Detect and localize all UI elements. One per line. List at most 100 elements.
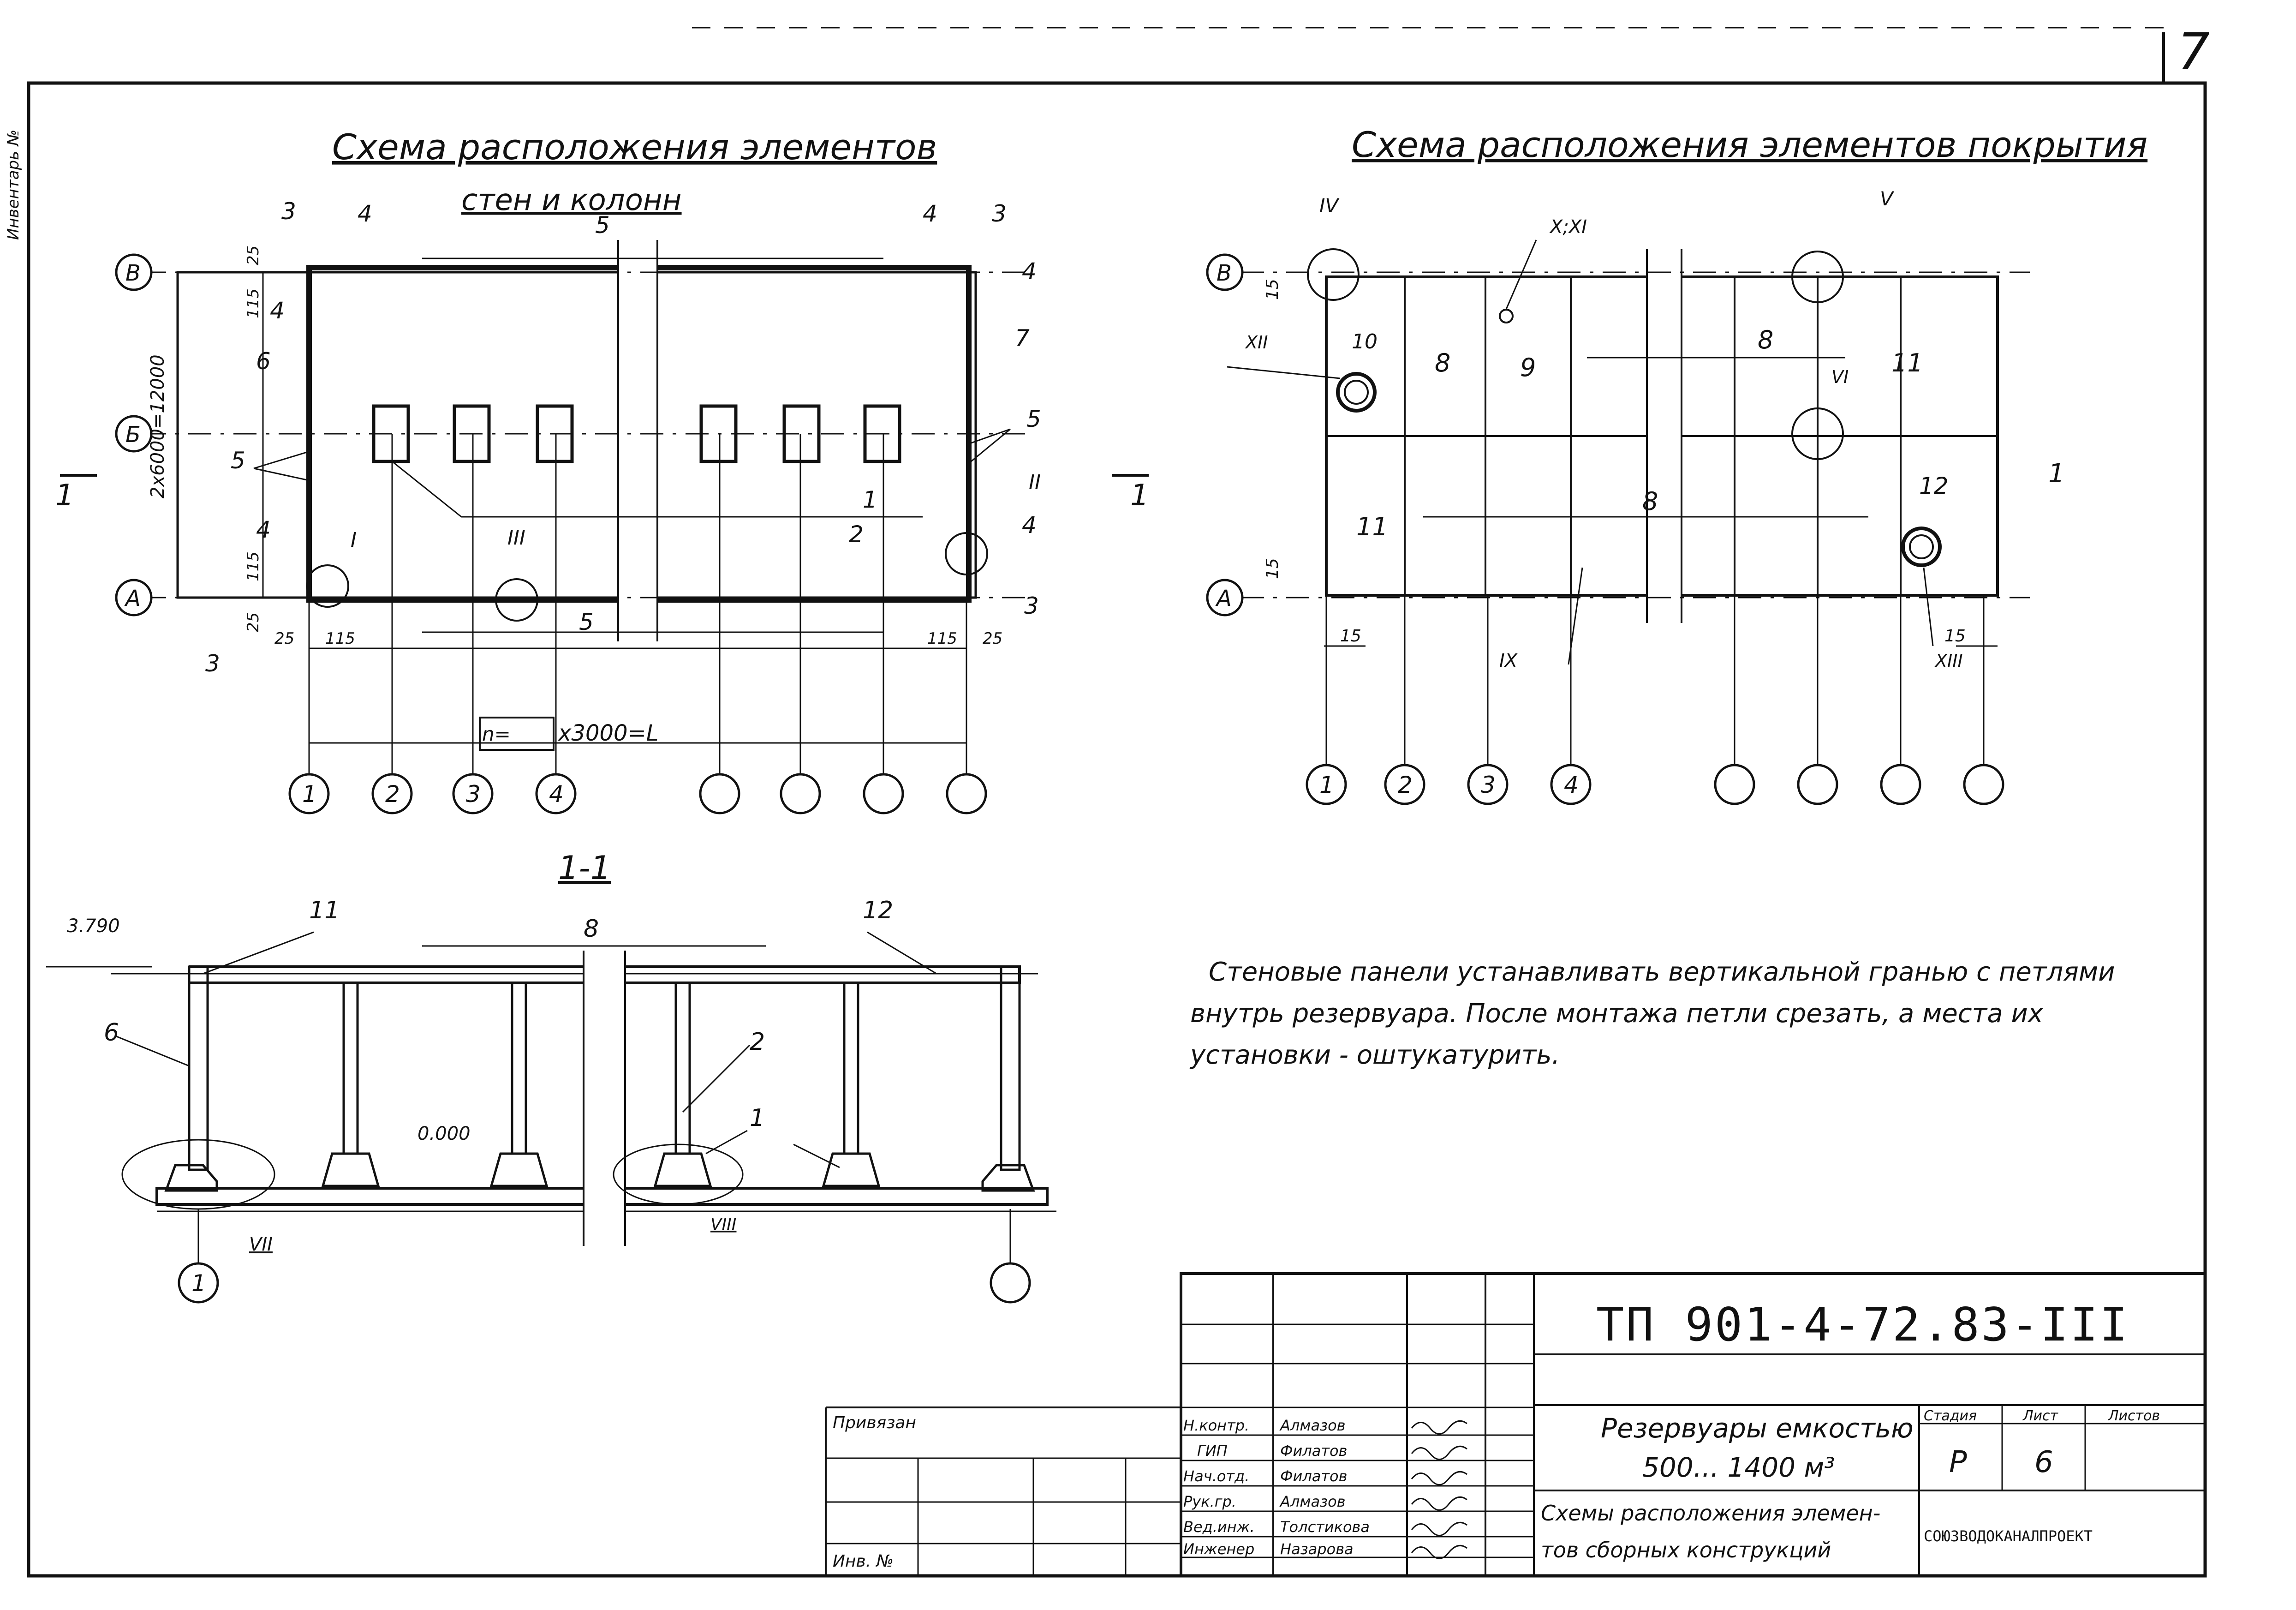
roof-node-xii: XII — [1245, 332, 1268, 353]
roof-node-x-xi: X;XI — [1549, 216, 1587, 238]
el-2: 2 — [849, 521, 864, 548]
roof-el-9: 9 — [1520, 353, 1536, 382]
plan-walls-title-1: Схема расположения элементов — [332, 126, 937, 168]
tb-name-5: Толстикова — [1280, 1518, 1370, 1536]
node-ii: II — [1029, 471, 1041, 494]
tb-sheet-title-1: Схемы расположения элемен- — [1541, 1501, 1880, 1526]
sec-el-6: 6 — [104, 1019, 119, 1047]
roof-dim-15-d: 15 — [1944, 627, 1966, 646]
sec-el-11: 11 — [309, 897, 340, 924]
el-3-bottom-left: 3 — [205, 650, 220, 677]
roof-axis-row-a: А — [1215, 586, 1232, 611]
sheet-frame — [27, 27, 2207, 1578]
roof-el-11-b: 11 — [1356, 512, 1388, 541]
dim-25-left: 25 — [274, 629, 294, 648]
roof-el-8-a: 8 — [1435, 348, 1450, 377]
section-title: 1-1 — [558, 849, 611, 887]
sec-node-vii: VII — [249, 1234, 273, 1255]
plan-walls-title-2: стен и колонн — [461, 183, 682, 217]
elev-zero: 0.000 — [417, 1123, 471, 1144]
el-4-c: 4 — [1022, 258, 1037, 285]
tb-role-1: Н.контр. — [1183, 1417, 1249, 1434]
roof-axis-col-1: 1 — [1319, 772, 1334, 798]
roof-dim-15-b: 15 — [1263, 558, 1282, 579]
node-iii: III — [507, 526, 525, 550]
tb-name-2: Филатов — [1280, 1442, 1347, 1460]
el-5-right: 5 — [1026, 406, 1041, 432]
roof-el-12: 12 — [1919, 473, 1949, 499]
section-axis-1: 1 — [191, 1270, 206, 1297]
el-6: 6 — [256, 348, 271, 375]
roof-section-mark: 1 — [2048, 459, 2065, 489]
el-1: 1 — [863, 486, 877, 513]
dim-25-top: 25 — [244, 245, 262, 265]
sec-el-2: 2 — [750, 1028, 765, 1056]
el-4-a: 4 — [358, 200, 372, 227]
tb-sheets-header: Листов — [2108, 1408, 2160, 1424]
dim-formula-n: n= — [482, 723, 511, 745]
tb-project-1: Резервуары емкостью — [1601, 1412, 1914, 1444]
axis-row-v: В — [125, 260, 141, 286]
note-line-1: Стеновые панели устанавливать вертикальн… — [1209, 957, 2115, 987]
roof-el-8-b: 8 — [1758, 325, 1773, 354]
roof-el-11-a: 11 — [1891, 348, 1923, 377]
node-i: I — [351, 528, 357, 552]
section-mark-right: 1 — [1130, 479, 1149, 513]
el-4-d: 4 — [270, 297, 285, 324]
el-5-top: 5 — [595, 212, 610, 239]
roof-axis-row-v: В — [1217, 260, 1232, 286]
tb-role-3: Нач.отд. — [1183, 1467, 1249, 1485]
tb-signatures — [1411, 1420, 1467, 1559]
note: Стеновые панели устанавливать вертикальн… — [1189, 957, 2115, 1070]
el-5-left: 5 — [231, 447, 245, 474]
tb-inv: Инв. № — [833, 1552, 894, 1571]
tb-name-3: Филатов — [1280, 1467, 1347, 1485]
plan-roof-axis-bubbles — [1206, 253, 2004, 805]
plan-walls: Схема расположения элементов стен и коло… — [55, 126, 1149, 814]
roof-dim-15-c: 15 — [1340, 627, 1361, 646]
tb-org: СОЮЗВОДОКАНАЛПРОЕКТ — [1924, 1527, 2093, 1545]
tb-bound: Привязан — [833, 1413, 916, 1432]
roof-node-v: V — [1880, 187, 1895, 210]
tb-role-2: ГИП — [1197, 1442, 1228, 1460]
dim-115-top: 115 — [244, 288, 262, 318]
tb-name-1: Алмазов — [1279, 1417, 1346, 1434]
plan-roof: Схема расположения элементов покрытия — [1206, 124, 2147, 805]
tb-role-4: Рук.гр. — [1183, 1493, 1236, 1510]
roof-el-8-c: 8 — [1642, 487, 1658, 516]
axis-row-a: А — [124, 586, 141, 611]
tb-stage: Р — [1949, 1445, 1967, 1479]
el-3-top-left: 3 — [281, 198, 296, 225]
dim-25-bottom: 25 — [244, 612, 262, 632]
section-1-1: 1-1 — [46, 849, 1056, 1304]
plan-walls-axis-bubbles — [115, 253, 987, 814]
tb-code: ТП 901-4-72.83-III — [1596, 1298, 2129, 1352]
note-line-2: внутрь резервуара. После монтажа петли с… — [1190, 999, 2044, 1029]
roof-node-vi: VI — [1831, 367, 1849, 387]
tb-project-2: 500... 1400 м³ — [1642, 1452, 1835, 1483]
roof-axis-col-2: 2 — [1398, 772, 1413, 798]
el-3-bottom-right: 3 — [1024, 593, 1039, 619]
tb-sheet: 6 — [2034, 1445, 2053, 1479]
el-5-bottom: 5 — [579, 609, 594, 635]
sec-node-viii: VIII — [710, 1215, 736, 1234]
tb-role-5: Вед.инж. — [1183, 1518, 1255, 1536]
tb-sheet-title-2: тов сборных конструкций — [1541, 1538, 1831, 1562]
sec-el-8: 8 — [584, 915, 599, 943]
title-block: ТП 901-4-72.83-III Резервуары емкостью 5… — [825, 1272, 2207, 1577]
tb-name-6: Назарова — [1280, 1540, 1354, 1558]
dim-115-bottom: 115 — [244, 551, 262, 581]
tb-name-4: Алмазов — [1279, 1493, 1346, 1510]
axis-col-3: 3 — [466, 781, 481, 808]
roof-node-xiii: XIII — [1934, 651, 1963, 671]
plan-roof-title: Схема расположения элементов покрытия — [1352, 124, 2147, 165]
sec-el-1: 1 — [750, 1104, 765, 1132]
elev-top: 3.790 — [67, 916, 120, 937]
tb-sheet-header: Лист — [2022, 1408, 2059, 1424]
dim-115-right: 115 — [927, 629, 957, 648]
roof-dim-15-a: 15 — [1263, 279, 1282, 300]
dim-span: 2х6000=12000 — [147, 354, 168, 498]
el-4-e: 4 — [256, 516, 271, 543]
axis-col-2: 2 — [385, 781, 400, 808]
